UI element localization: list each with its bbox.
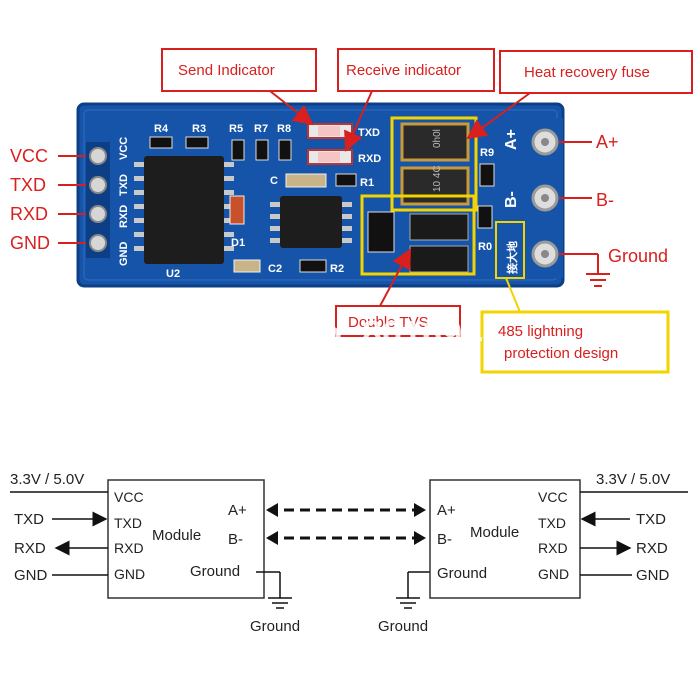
left-mod-pin-vcc: VCC: [114, 489, 144, 505]
silk-b-minus: B-: [503, 191, 520, 208]
callout-heat-fuse: Heat recovery fuse: [466, 50, 693, 140]
callout-send-indicator: Send Indicator: [161, 48, 317, 126]
right-pin-labels: A+ B- Ground: [559, 132, 668, 287]
right-signal-rxd: RXD: [636, 540, 668, 557]
right-mod-pin-ground: Ground: [437, 565, 487, 582]
right-supply-label: 3.3V / 5.0V: [596, 471, 670, 488]
left-signal-txd: TXD: [14, 511, 44, 528]
pin-label-b-minus: B-: [596, 190, 614, 210]
top-resistors: R4 R3 R5 R7 R8: [149, 123, 292, 161]
silk-a-plus: A+: [503, 129, 520, 150]
right-ground-label: Ground: [378, 618, 428, 635]
callout-receive-text: Receive indicator: [346, 62, 461, 79]
left-mod-pin-txd: TXD: [114, 515, 142, 531]
left-mod-pin-ground: Ground: [190, 563, 240, 580]
silk-r1: R1: [360, 177, 374, 189]
callout-receive-indicator: Receive indicator: [337, 48, 495, 152]
left-mod-pin-gnd: GND: [114, 566, 145, 582]
left-mod-pin-b: B-: [228, 531, 243, 548]
tvs-diodes: R0: [360, 194, 493, 276]
right-mod-name: Module: [470, 524, 519, 541]
wiring-right-lines: 3.3V / 5.0V TXD RXD GND: [580, 471, 688, 584]
right-signal-gnd: GND: [636, 567, 670, 584]
left-mod-pin-rxd: RXD: [114, 540, 144, 556]
silk-led-rxd: RXD: [358, 153, 381, 165]
diode-d1: D1: [229, 195, 245, 249]
right-mod-pin-b: B-: [437, 531, 452, 548]
silk-r9: R9: [480, 147, 494, 159]
left-header: [86, 142, 110, 258]
left-mod-name: Module: [152, 527, 201, 544]
silk-r4: R4: [154, 123, 169, 135]
chip-u2: U2: [134, 156, 234, 280]
pin-label-rxd: RXD: [10, 204, 48, 224]
silk-c2: C2: [268, 263, 282, 275]
ground-connection-label: 接大地: [495, 221, 525, 279]
silk-r5: R5: [229, 123, 243, 135]
chip-u1: R1: [270, 173, 374, 248]
fuse-marking-1: 0h0l: [432, 129, 443, 148]
silk-txd: TXD: [118, 174, 130, 196]
right-mod-pin-vcc: VCC: [538, 489, 568, 505]
callout-fuse-text: Heat recovery fuse: [524, 64, 650, 81]
left-mod-pin-a: A+: [228, 502, 247, 519]
wiring-left-module: VCC TXD RXD GND Module A+ B- Ground: [107, 479, 265, 599]
callout-tvs-text: Double TVS: [348, 314, 429, 331]
silk-c: C: [270, 175, 278, 187]
callout-send-text: Send Indicator: [178, 62, 275, 79]
terminal-block: [527, 118, 563, 278]
silk-r3: R3: [192, 123, 206, 135]
silk-d1: D1: [231, 237, 245, 249]
left-silk-labels: VCC TXD RXD GND: [118, 137, 130, 266]
right-mod-pin-rxd: RXD: [538, 540, 568, 556]
silk-rxd: RXD: [118, 205, 130, 228]
rs485-link: [266, 503, 426, 545]
left-signal-gnd: GND: [14, 567, 48, 584]
left-pin-labels: VCC TXD RXD GND: [10, 146, 86, 253]
ground-symbol-right: Ground: [378, 571, 430, 635]
led-indicators: TXD RXD: [307, 123, 381, 165]
callout-double-tvs: Double TVS: [335, 248, 461, 337]
callout-lightning-text: 485 lightning: [498, 323, 583, 340]
fuses: 0h0l 10 4C R9: [390, 116, 495, 212]
silk-ground-cn: 接大地: [505, 241, 519, 274]
fuse-marking-2: 10 4C: [432, 165, 443, 192]
watermark: Store No. 801694: [192, 313, 482, 354]
silk-r2: R2: [330, 263, 344, 275]
silk-gnd: GND: [118, 242, 130, 267]
right-silk-labels: A+ B-: [503, 129, 520, 208]
silk-r7: R7: [254, 123, 268, 135]
wiring-right-module: A+ B- Ground Module VCC TXD RXD GND: [429, 479, 581, 599]
silk-u2: U2: [166, 268, 180, 280]
pin-label-ground: Ground: [608, 246, 668, 266]
silk-r8: R8: [277, 123, 291, 135]
callout-lightning: 485 lightning protection design: [480, 277, 670, 374]
pin-label-gnd: GND: [10, 233, 50, 253]
pin-label-txd: TXD: [10, 175, 46, 195]
right-signal-txd: TXD: [636, 511, 666, 528]
left-signal-rxd: RXD: [14, 540, 46, 557]
right-mod-pin-txd: TXD: [538, 515, 566, 531]
right-mod-pin-a: A+: [437, 502, 456, 519]
silk-r0: R0: [478, 241, 492, 253]
wiring-left-lines: 3.3V / 5.0V TXD RXD GND: [10, 471, 108, 584]
caps: C C2 R2: [233, 173, 344, 275]
callout-lightning-line1: 485 lightning protection design: [498, 323, 618, 362]
silk-led-txd: TXD: [358, 127, 380, 139]
left-ground-label: Ground: [250, 618, 300, 635]
pin-label-a-plus: A+: [596, 132, 619, 152]
right-mod-pin-gnd: GND: [538, 566, 569, 582]
ground-symbol-left: Ground: [250, 571, 300, 635]
pin-label-vcc: VCC: [10, 146, 48, 166]
left-supply-label: 3.3V / 5.0V: [10, 471, 84, 488]
callout-lightning-text-line2: protection design: [504, 345, 618, 362]
silk-vcc: VCC: [118, 137, 130, 160]
